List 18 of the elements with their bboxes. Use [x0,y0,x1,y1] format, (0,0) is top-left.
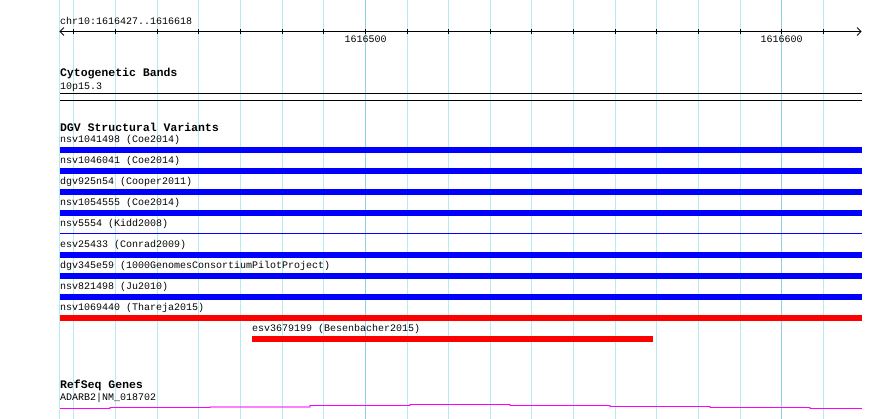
variant-feature: dgv925n54 (Cooper2011) [60,177,862,195]
variant-feature: nsv5554 (Kidd2008) [60,219,862,234]
track-title: Cytogenetic Bands [60,67,178,80]
variant-feature: nsv1054555 (Coe2014) [60,198,862,216]
tick-label: 1616500 [344,35,386,46]
variant-feature: nsv821498 (Ju2010) [60,282,862,300]
region-label: chr10:1616427..1616618 [60,17,192,28]
variant-feature: nsv1069440 (Thareja2015) [60,303,862,321]
variant-feature: nsv1046041 (Coe2014) [60,156,862,174]
variant-feature: esv3679199 (Besenbacher2015) [252,324,653,342]
chromosome-band: 10p15.3 [60,82,862,101]
variant-feature: dgv345e59 (1000GenomesConsortiumPilotProject) [60,261,862,279]
variant-feature: nsv1041498 (Coe2014) [60,135,862,153]
variant-feature: esv25433 (Conrad2009) [60,240,862,258]
track-title: RefSeq Genes [60,379,143,392]
tick-label: 1616600 [760,35,802,46]
track-title: DGV Structural Variants [60,122,219,134]
gene-feature: ADARB2|NM_018702 [60,393,862,410]
